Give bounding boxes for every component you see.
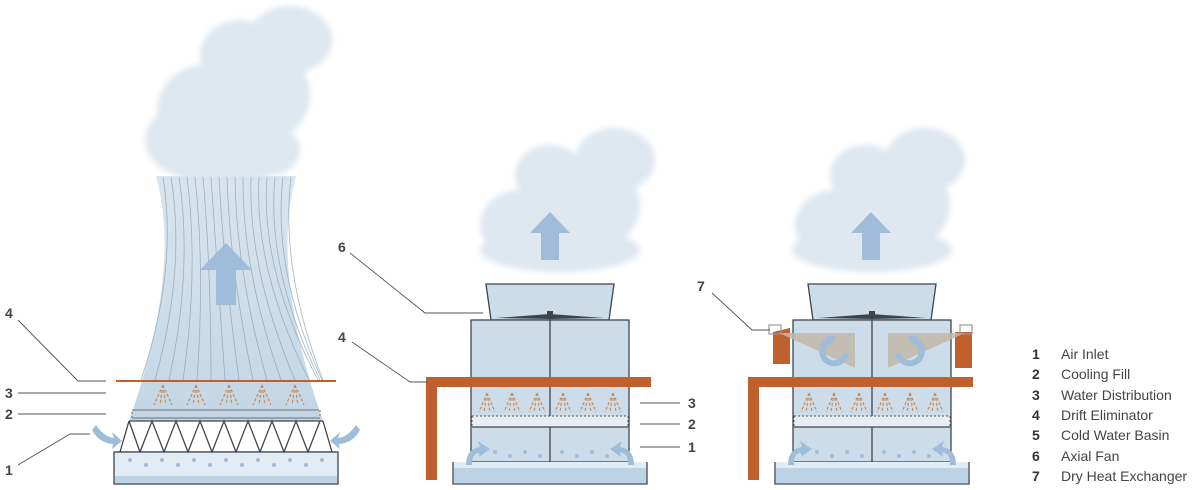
legend-label: Air Inlet (1061, 346, 1109, 363)
legend-label: Cold Water Basin (1061, 427, 1170, 444)
cooling-fill-3 (793, 415, 951, 428)
legend-item: 5 Cold Water Basin (1032, 425, 1200, 445)
air-inlet-arrow-2a (466, 441, 490, 465)
steam-cloud-2 (480, 128, 655, 272)
legend-number: 6 (1032, 447, 1040, 464)
air-inlet-arrow-3b (932, 441, 956, 465)
shell-ribs (140, 176, 324, 381)
droplets-1 (128, 458, 324, 467)
legend-number: 7 (1032, 467, 1040, 484)
legend-item: 4 Drift Eliminator (1032, 405, 1200, 425)
legend-label: Water Distribution (1061, 386, 1172, 403)
support-truss-1 (116, 419, 336, 454)
legend-number: 1 (1032, 346, 1040, 363)
mechanical-draft-tower: 6 4 3 2 1 (338, 128, 696, 485)
dry-heat-exchanger (768, 324, 973, 368)
water-sprays-2 (478, 392, 622, 413)
callout-label: 4 (338, 329, 346, 345)
callout-label: 1 (688, 439, 696, 455)
legend-label: Drift Eliminator (1061, 407, 1153, 424)
hybrid-tower: 7 (697, 128, 973, 485)
cooling-fill-2 (471, 415, 629, 428)
legend-item: 7 Dry Heat Exchanger (1032, 466, 1200, 486)
legend-item: 2 Cooling Fill (1032, 364, 1200, 384)
callout-label: 7 (697, 278, 705, 294)
legend-item: 3 Water Distribution (1032, 385, 1200, 405)
airflow-up-arrow-1 (200, 243, 252, 305)
callout-leaders-3 (711, 292, 770, 331)
natural-draft-tower: 4 3 2 1 (5, 6, 360, 485)
legend-label: Cooling Fill (1061, 366, 1131, 383)
callout-leaders-2 (349, 252, 680, 448)
airflow-up-arrow-2 (530, 212, 570, 260)
legend-label: Dry Heat Exchanger (1061, 467, 1188, 484)
callout-label: 3 (5, 385, 13, 401)
legend-number: 3 (1032, 386, 1040, 403)
air-inlet-arrow-2b (610, 441, 634, 465)
axial-fan-2 (496, 311, 604, 319)
legend-number: 2 (1032, 366, 1040, 383)
water-sprays-3 (800, 392, 944, 413)
legend-label: Axial Fan (1061, 447, 1120, 464)
legend-item: 6 Axial Fan (1032, 445, 1200, 465)
recirculation-arrows (819, 337, 925, 367)
legend-number: 4 (1032, 407, 1040, 424)
air-inlet-arrow-1a (92, 425, 122, 449)
steam-cloud-3 (792, 128, 965, 272)
legend: 1 Air Inlet 2 Cooling Fill 3 Water Distribu… (1032, 344, 1200, 486)
callout-leaders-1 (17, 319, 106, 466)
callout-label: 4 (5, 305, 13, 321)
steam-cloud-1 (145, 6, 332, 184)
callout-label: 3 (688, 395, 696, 411)
callout-label: 2 (5, 406, 13, 422)
axial-fan-3 (818, 311, 926, 319)
callout-label: 1 (5, 462, 13, 478)
airflow-up-arrow-3 (851, 212, 891, 260)
air-inlet-arrow-1b (330, 425, 360, 449)
water-sprays-1 (153, 384, 305, 406)
legend-number: 5 (1032, 427, 1040, 444)
callout-label: 2 (688, 416, 696, 432)
callout-label: 6 (338, 239, 346, 255)
air-inlet-arrow-3a (788, 441, 812, 465)
legend-item: 1 Air Inlet (1032, 344, 1200, 364)
